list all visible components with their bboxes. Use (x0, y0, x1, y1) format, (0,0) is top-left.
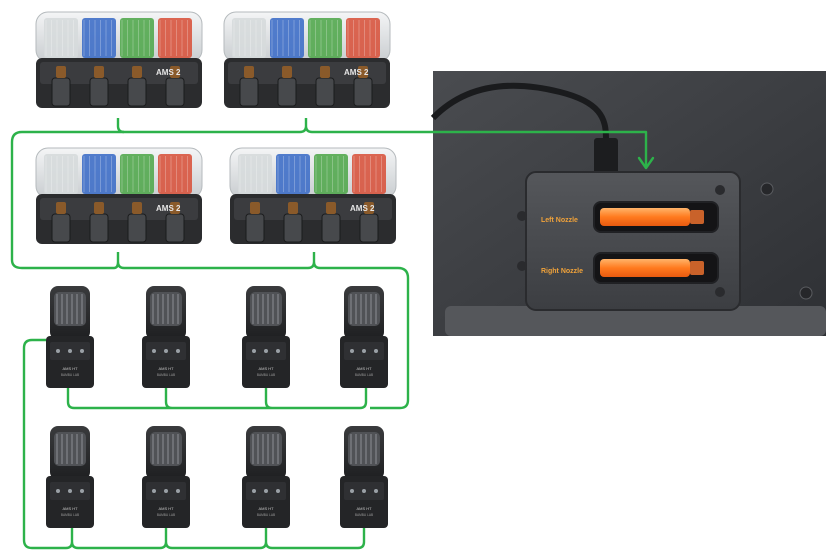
ams-ht-unit: AMS HT BAMBU LAB (242, 426, 290, 528)
left-nozzle-tube (600, 208, 690, 226)
power-cable (430, 82, 609, 139)
connection-row3-to-row4 (22, 338, 366, 550)
ams-ht-label: AMS HT (258, 506, 274, 511)
ams-ht-unit: AMS HT BAMBU LAB (142, 426, 190, 528)
screw-icon (799, 286, 813, 300)
filament-spool (120, 154, 154, 194)
filament-spool (346, 18, 380, 58)
nozzle-module (525, 171, 741, 311)
ams-ht-label: AMS HT (62, 506, 78, 511)
connection-row1-to-row2 (10, 130, 410, 410)
filament-spool (314, 154, 348, 194)
right-nozzle-tube (600, 259, 690, 277)
filament-spool (44, 154, 78, 194)
left-nozzle-label: Left Nozzle (541, 217, 578, 224)
ams-ht-unit: AMS HT BAMBU LAB (46, 426, 94, 528)
filament-spool (82, 18, 116, 58)
arrow-down-icon (637, 156, 655, 170)
ams-label: AMS 2 (350, 204, 375, 213)
ams-ht-label: AMS HT (356, 366, 372, 371)
filament-spool (352, 154, 386, 194)
ams-ht-unit: AMS HT BAMBU LAB (340, 426, 388, 528)
ams-ht-unit: AMS HT BAMBU LAB (340, 286, 388, 388)
ams-ht-label: AMS HT (158, 506, 174, 511)
filament-spool (82, 154, 116, 194)
filament-spool (158, 154, 192, 194)
screw-icon (760, 182, 774, 196)
ams-ht-label: AMS HT (356, 506, 372, 511)
ams-unit: AMS 2 (35, 147, 203, 244)
ams-unit: AMS 2 (229, 147, 397, 244)
filament-spool (276, 154, 310, 194)
ams-unit: AMS 2 (223, 11, 391, 108)
ams-ht-brand: BAMBU LAB (61, 373, 79, 377)
ams-ht-brand: BAMBU LAB (355, 513, 373, 517)
ams-ht-unit: AMS HT BAMBU LAB (142, 286, 190, 388)
ams-ht-brand: BAMBU LAB (257, 373, 275, 377)
filament-spool (120, 18, 154, 58)
ams-ht-unit: AMS HT BAMBU LAB (242, 286, 290, 388)
connection-lines (10, 118, 655, 550)
ams-label: AMS 2 (344, 68, 369, 77)
filament-spool (238, 154, 272, 194)
filament-spool (44, 18, 78, 58)
ams-ht-unit: AMS HT BAMBU LAB (46, 286, 94, 388)
filament-spool (158, 18, 192, 58)
cable-connector (594, 138, 618, 176)
ams-ht-label: AMS HT (158, 366, 174, 371)
ams-label: AMS 2 (156, 204, 181, 213)
connection-top-to-printer (116, 118, 648, 166)
right-nozzle-label: Right Nozzle (541, 268, 583, 275)
ams-ht-brand: BAMBU LAB (157, 513, 175, 517)
printer-nozzle-panel: Left Nozzle Right Nozzle (430, 71, 826, 336)
filament-spool (270, 18, 304, 58)
ams-ht-brand: BAMBU LAB (61, 513, 79, 517)
ams-unit: AMS 2 (35, 11, 203, 108)
ams-ht-brand: BAMBU LAB (355, 373, 373, 377)
ams-label: AMS 2 (156, 68, 181, 77)
filament-spool (232, 18, 266, 58)
ams-ht-label: AMS HT (258, 366, 274, 371)
filament-spool (308, 18, 342, 58)
ams-ht-brand: BAMBU LAB (157, 373, 175, 377)
ams-ht-brand: BAMBU LAB (257, 513, 275, 517)
ams-ht-label: AMS HT (62, 366, 78, 371)
connection-row3-bus (66, 388, 368, 410)
